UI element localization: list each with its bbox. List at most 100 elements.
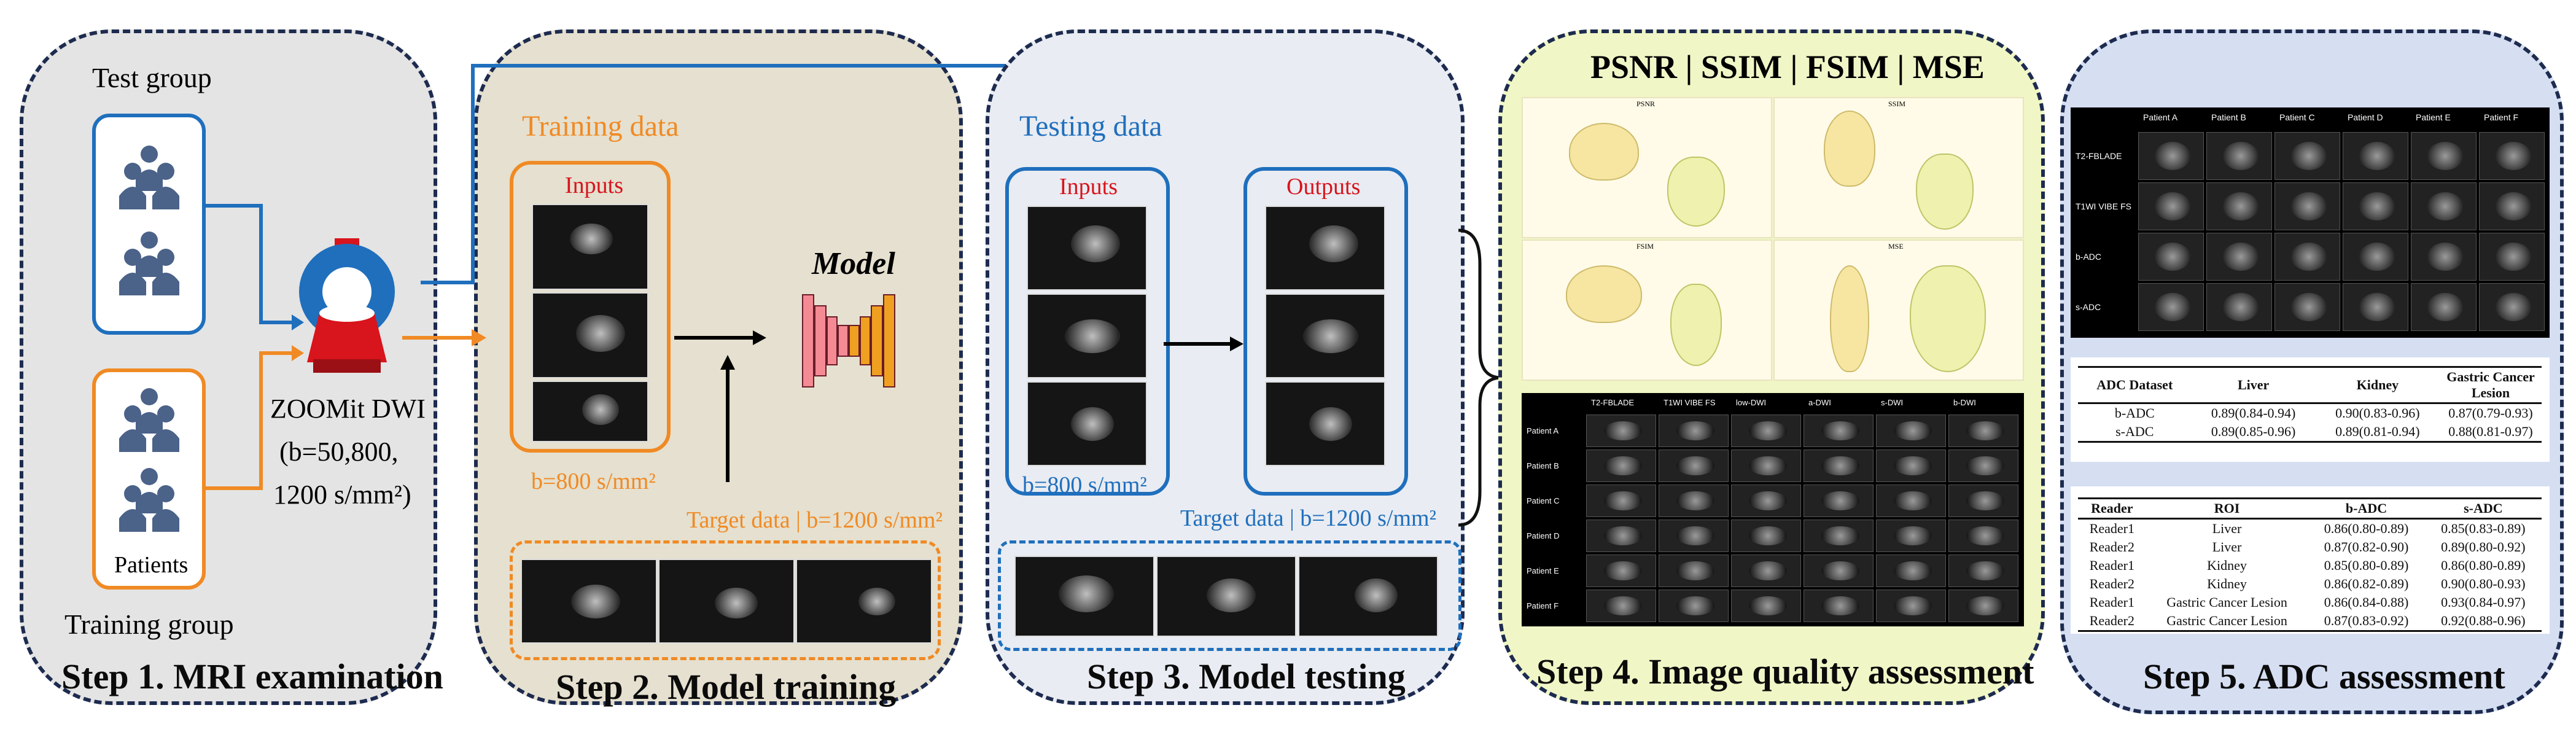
testing-input-image-1	[1027, 206, 1147, 290]
grid-column-label: b-DWI	[1953, 398, 1976, 407]
step3-title: Step 3. Model testing	[1087, 656, 1406, 696]
mri-thumbnail	[1948, 450, 2018, 482]
step4-title: Step 4. Image quality assessment	[1536, 652, 2034, 691]
grid-row-label: Patient A	[1527, 426, 1559, 435]
mri-thumbnail	[1659, 485, 1729, 517]
grid-row-label: Patient F	[1527, 601, 1559, 610]
mri-thumbnail	[1948, 520, 2018, 552]
mri-thumbnail	[1586, 555, 1656, 587]
mri-thumbnail	[2479, 233, 2545, 281]
patients-people-icon	[119, 388, 179, 532]
mri-thumbnail	[1804, 450, 1874, 482]
training-inputs-box	[510, 161, 671, 453]
scanner-label-line1: ZOOMit DWI	[270, 394, 426, 424]
mri-thumbnail	[2343, 233, 2408, 281]
table-cell: Gastric Cancer Lesion	[2166, 613, 2287, 628]
mri-thumbnail	[1731, 450, 1801, 482]
testing-to-output-arrow	[1164, 337, 1243, 351]
grid-row-label: Patient E	[1527, 566, 1559, 575]
mri-thumbnail	[1948, 590, 2018, 622]
mri-thumbnail	[1876, 450, 1946, 482]
table-cell: Liver	[2212, 539, 2242, 555]
mri-thumbnail	[2206, 132, 2272, 180]
mri-thumbnail	[2206, 283, 2272, 331]
training-target-image-1	[521, 559, 657, 644]
mri-thumbnail	[1731, 555, 1801, 587]
table-cell: Reader2	[2089, 576, 2134, 591]
training-target-image-3	[796, 559, 932, 644]
violin-plot-psnr: PSNR	[1522, 97, 1772, 238]
mri-thumbnail	[1731, 415, 1801, 447]
mri-thumbnail	[1804, 485, 1874, 517]
table-cell: 0.90(0.83-0.96)	[2335, 405, 2420, 421]
mri-thumbnail	[2343, 132, 2408, 180]
curly-brace-icon	[1458, 228, 1502, 527]
mri-thumbnail	[1586, 415, 1656, 447]
table-cell: 0.90(0.80-0.93)	[2441, 576, 2526, 591]
mri-thumbnail	[2274, 132, 2340, 180]
grid-row-label: b-ADC	[2076, 252, 2102, 262]
testing-data-label: Testing data	[1019, 110, 1162, 142]
testing-b-value: b=800 s/mm²	[1022, 472, 1147, 498]
mri-scanner-icon	[299, 238, 395, 373]
violin-plot-mse: MSE	[1773, 240, 2024, 381]
mri-thumbnail	[1876, 415, 1946, 447]
violin-plot-fsim: FSIM	[1522, 240, 1772, 381]
mri-thumbnail	[1731, 590, 1801, 622]
grid-column-label: Patient F	[2484, 112, 2519, 122]
mri-thumbnail	[2206, 182, 2272, 230]
model-network-icon	[802, 294, 895, 388]
metrics-header: PSNR | SSIM | FSIM | MSE	[1590, 49, 1985, 85]
t2-header-3: s-ADC	[2464, 500, 2503, 516]
mri-thumbnail	[2274, 233, 2340, 281]
table-cell: 0.85(0.80-0.89)	[2324, 558, 2409, 573]
testing-output-image-1	[1265, 206, 1385, 290]
mri-thumbnail	[2343, 182, 2408, 230]
mri-thumbnail	[2479, 132, 2545, 180]
t1-header-0: ADC Dataset	[2096, 377, 2173, 392]
mri-thumbnail	[2411, 283, 2477, 331]
testing-target-box	[998, 540, 1461, 651]
mri-thumbnail	[1659, 415, 1729, 447]
table-cell: Liver	[2212, 521, 2242, 536]
table-cell: s-ADC	[2115, 424, 2154, 439]
mri-thumbnail	[2206, 233, 2272, 281]
grid-row-label: T1WI VIBE FS	[2076, 201, 2132, 211]
target-to-model-arrow	[720, 355, 735, 482]
grid-column-label: low-DWI	[1736, 398, 1767, 407]
t2-header-1: ROI	[2214, 500, 2240, 516]
mri-thumbnail	[1948, 415, 2018, 447]
testing-inputs-box	[1005, 167, 1170, 496]
table-cell: 0.87(0.82-0.90)	[2324, 539, 2409, 555]
violin-title-mse: MSE	[1888, 242, 1904, 251]
t1-header-1: Liver	[2237, 377, 2270, 392]
model-label: Model	[812, 246, 895, 281]
testing-target-image-3	[1298, 556, 1438, 637]
mri-thumbnail	[1876, 555, 1946, 587]
adc-dataset-table: ADC Dataset Liver Kidney Gastric Cancer …	[2078, 366, 2542, 443]
table-cell: 0.86(0.80-0.89)	[2324, 521, 2409, 536]
t2-header-0: Reader	[2091, 500, 2133, 516]
table-cell: 0.87(0.79-0.93)	[2448, 405, 2533, 421]
violin-plot-ssim: SSIM	[1773, 97, 2024, 238]
training-inputs-label: Inputs	[565, 173, 623, 198]
t1-header-2: Kidney	[2356, 377, 2399, 392]
table-cell: 0.85(0.83-0.89)	[2441, 521, 2526, 536]
training-target-image-2	[658, 559, 795, 644]
mri-thumbnail	[2479, 182, 2545, 230]
mri-thumbnail	[1804, 520, 1874, 552]
table-cell: 0.92(0.88-0.96)	[2441, 613, 2526, 628]
testing-target-label: Target data | b=1200 s/mm²	[1180, 505, 1436, 531]
testing-outputs-box	[1243, 167, 1408, 496]
grid-row-label: s-ADC	[2076, 302, 2101, 312]
mri-thumbnail	[1804, 590, 1874, 622]
testing-input-image-3	[1027, 381, 1147, 466]
table-cell: 0.89(0.84-0.94)	[2211, 405, 2296, 421]
violin-title-ssim: SSIM	[1888, 99, 1906, 108]
mri-thumbnail	[1804, 555, 1874, 587]
grid-column-label: Patient C	[2279, 112, 2315, 122]
mri-thumbnail	[1876, 485, 1946, 517]
table-cell: 0.86(0.82-0.89)	[2324, 576, 2409, 591]
